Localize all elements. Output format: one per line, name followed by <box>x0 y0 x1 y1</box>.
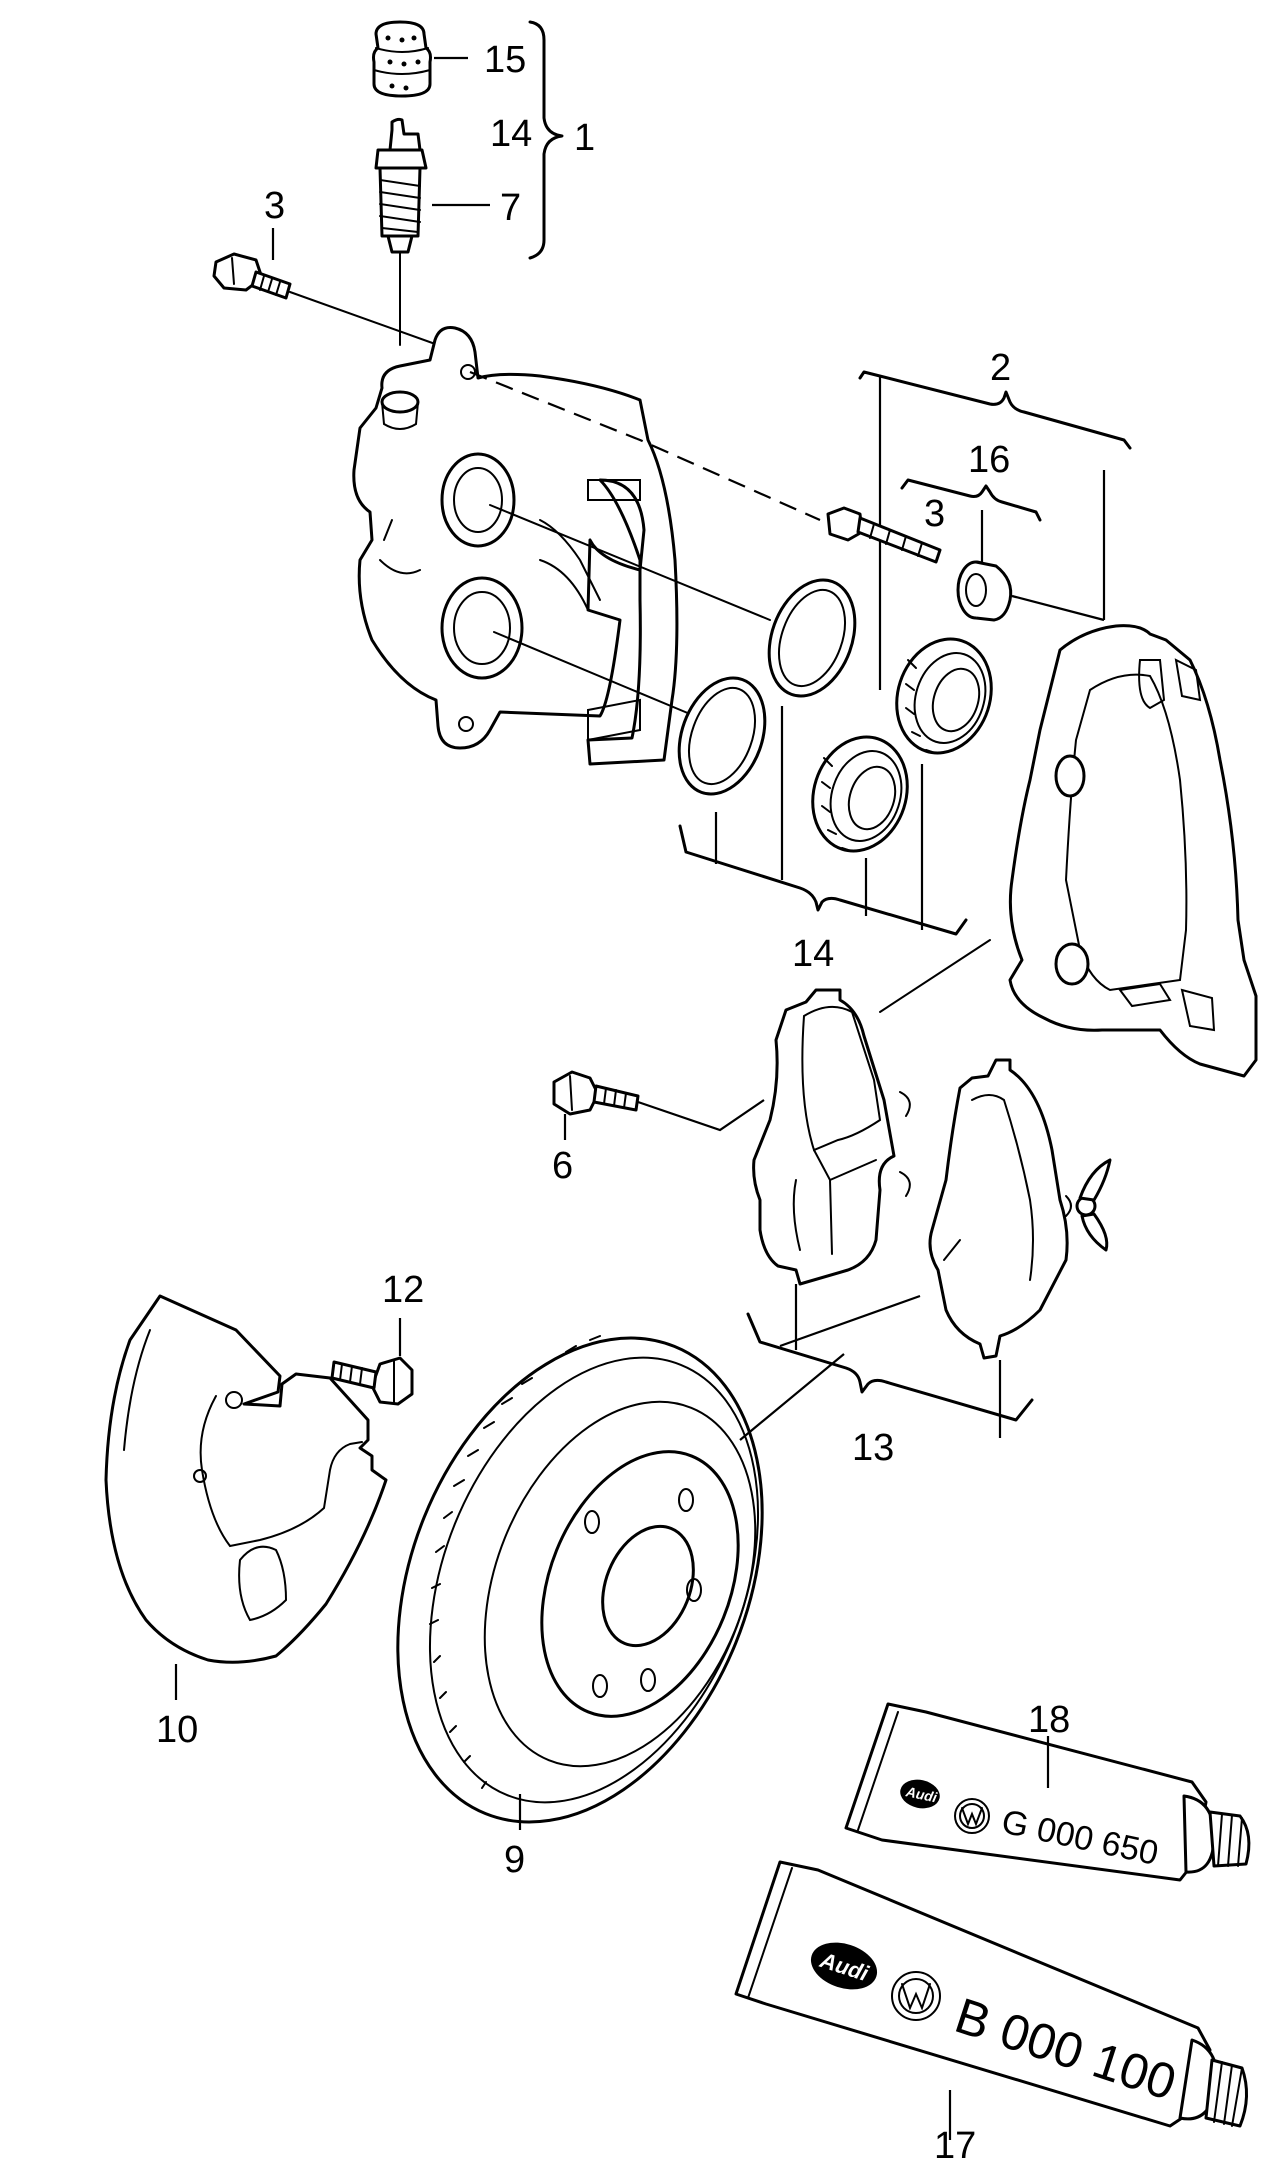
brake-pad-inner[interactable] <box>752 988 911 1286</box>
callout-6: 6 <box>552 1145 573 1187</box>
piston-seal[interactable] <box>754 568 870 708</box>
brake-disc[interactable] <box>330 1283 830 1876</box>
audi-logo-icon <box>810 1942 878 1990</box>
callout-18: 18 <box>1028 1699 1070 1741</box>
caliper-bolt[interactable] <box>212 252 292 300</box>
callout-3-left: 3 <box>264 185 285 227</box>
callout-1: 1 <box>574 117 595 159</box>
bleeder-screw[interactable] <box>374 117 428 254</box>
callout-16: 16 <box>968 439 1010 481</box>
callout-2: 2 <box>990 347 1011 389</box>
dust-shield[interactable] <box>104 1294 388 1664</box>
vw-logo-icon <box>954 1798 990 1834</box>
brake-caliper[interactable] <box>352 326 679 766</box>
dust-boot[interactable] <box>798 725 921 864</box>
brake-pad-outer[interactable] <box>928 1058 1112 1360</box>
dust-boot[interactable] <box>882 627 1005 766</box>
pad-bolt[interactable] <box>552 1070 640 1116</box>
guide-pin[interactable] <box>826 506 942 564</box>
grease-tube-large[interactable]: Audi B 000 100 <box>734 1860 1248 2128</box>
callout-10: 10 <box>156 1709 198 1751</box>
grease-tube-small[interactable]: Audi G 000 650 <box>844 1702 1251 1882</box>
vw-logo-icon <box>891 1971 941 2021</box>
callout-15: 15 <box>484 39 526 81</box>
bleeder-cap[interactable] <box>372 20 432 98</box>
callout-14-bottom: 14 <box>792 933 834 975</box>
callout-13: 13 <box>852 1427 894 1469</box>
shield-bolt[interactable] <box>330 1356 414 1406</box>
callout-3-right: 3 <box>924 493 945 535</box>
callout-12: 12 <box>382 1269 424 1311</box>
callout-17: 17 <box>934 2125 976 2161</box>
callout-7: 7 <box>500 187 521 229</box>
piston-seal[interactable] <box>664 666 780 806</box>
guide-bushing[interactable] <box>956 560 1013 622</box>
callout-9: 9 <box>504 1839 525 1881</box>
audi-logo-icon <box>900 1779 940 1809</box>
callout-14-top: 14 <box>490 113 532 155</box>
small-tube-brand: Audi <box>904 1783 940 1806</box>
caliper-carrier[interactable] <box>1008 624 1258 1078</box>
